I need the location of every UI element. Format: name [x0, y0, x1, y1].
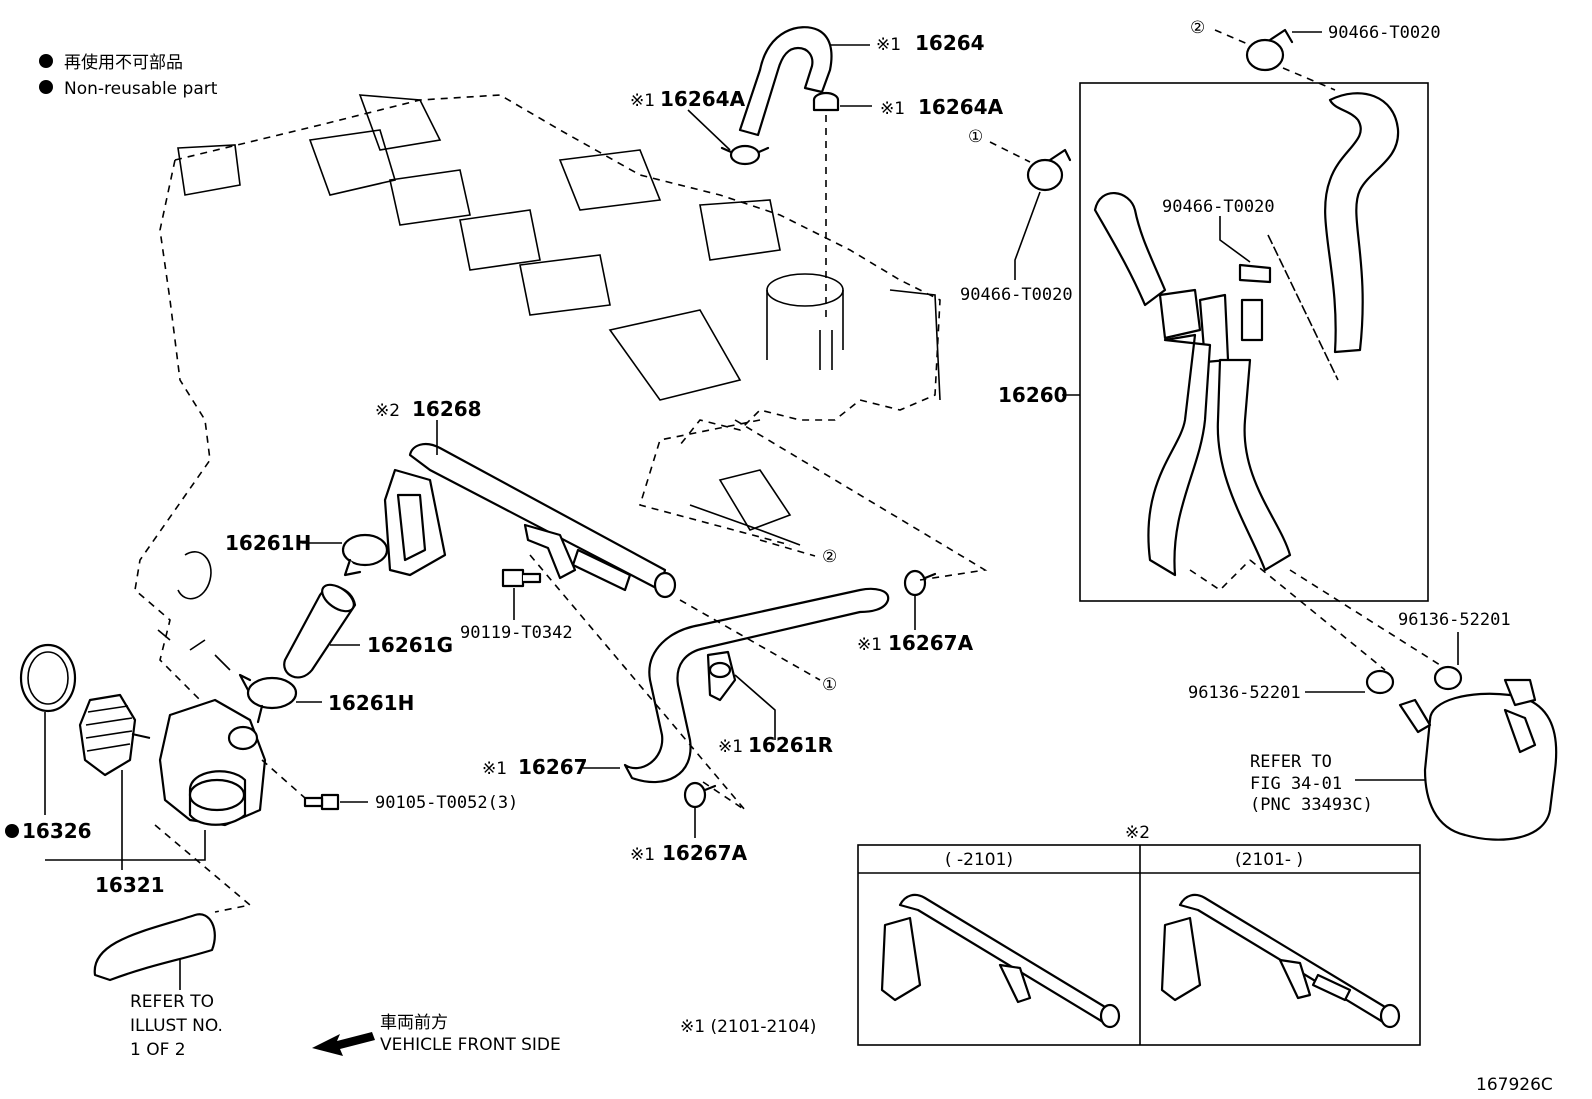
hose-assembly-frame — [1079, 82, 1429, 602]
circle-mark-1: ① — [822, 675, 837, 695]
note-mark: ※1 — [482, 759, 507, 779]
hose-assembly-16260[interactable] — [1093, 92, 1400, 577]
label-90105: 90105-T0052(3) — [375, 793, 518, 813]
label-90466-mid: 90466-T0020 — [1162, 197, 1275, 217]
refer-hose-line2: ILLUST NO. — [130, 1016, 223, 1036]
variant-inset: ※2 ( -2101) (2101- ) — [857, 823, 1421, 1046]
non-reusable-bullet-icon — [39, 80, 53, 94]
figure-id: 167926C — [1476, 1075, 1553, 1095]
vehicle-front-arrow-icon — [312, 1032, 375, 1056]
refer-cooler-line1: REFER TO — [1250, 752, 1332, 772]
clamp-16261H-bottom[interactable] — [238, 673, 298, 724]
clamp-90466-top[interactable] — [1245, 28, 1294, 72]
label-90466-left: 90466-T0020 — [960, 285, 1073, 305]
hose-16264[interactable] — [738, 26, 833, 137]
clamp-16267A-bottom[interactable] — [683, 781, 717, 809]
water-pipe-16268[interactable] — [383, 442, 677, 599]
note-mark: ※1 — [630, 845, 655, 865]
note-mark: ※1 — [857, 635, 882, 655]
legend: 再使用不可部品 Non-reusable part — [39, 52, 218, 99]
label-16261H-top: 16261H — [225, 531, 311, 555]
vehicle-front-jp: 車両前方 — [380, 1013, 448, 1033]
clamp-96136-right[interactable] — [1433, 665, 1463, 691]
legend-line-en: Non-reusable part — [64, 79, 218, 99]
label-16267A-bottom: 16267A — [662, 841, 748, 865]
note-mark: ※1 — [876, 35, 901, 55]
label-16267: 16267 — [518, 755, 588, 779]
refer-hose-line1: REFER TO — [130, 992, 214, 1012]
inset-col-left: ( -2101) — [945, 850, 1013, 870]
footnote-applicability: ※1 (2101-2104) — [680, 1017, 816, 1037]
label-16268: 16268 — [412, 397, 482, 421]
label-16267A-right: 16267A — [888, 631, 974, 655]
inset-col-right: (2101- ) — [1235, 850, 1303, 870]
thermostat-16321[interactable] — [78, 693, 151, 777]
clamp-16264A-left[interactable] — [720, 144, 770, 166]
engine-outline — [134, 94, 941, 701]
label-90466-top: 90466-T0020 — [1328, 23, 1441, 43]
gasket-16326[interactable] — [19, 643, 77, 713]
water-inlet-housing[interactable] — [158, 698, 267, 827]
hose-16261G[interactable] — [283, 579, 358, 679]
bolt-90119[interactable] — [501, 568, 542, 588]
label-16264: 16264 — [915, 31, 985, 55]
note-mark: ※1 — [718, 737, 743, 757]
legend-line-jp: 再使用不可部品 — [64, 52, 183, 73]
vehicle-front-en: VEHICLE FRONT SIDE — [380, 1035, 561, 1055]
label-90119: 90119-T0342 — [460, 623, 573, 643]
circle-mark-2: ② — [822, 547, 837, 567]
label-16264A-left: 16264A — [660, 87, 746, 111]
clamp-16261R[interactable] — [706, 650, 737, 702]
hose-16267[interactable] — [623, 587, 890, 784]
inset-title: ※2 — [1125, 823, 1150, 843]
label-16261G: 16261G — [367, 633, 453, 657]
oil-cooler — [1398, 678, 1558, 841]
bolt-90105[interactable] — [303, 793, 340, 811]
refer-cooler-line2: FIG 34-01 — [1250, 774, 1342, 794]
label-16326: 16326 — [22, 819, 92, 843]
label-16261H-bottom: 16261H — [328, 691, 414, 715]
clamp-16267A-right[interactable] — [903, 569, 937, 597]
pipe-variant-new — [1160, 893, 1401, 1029]
circle-mark-2: ② — [1190, 18, 1205, 38]
note-mark: ※1 — [630, 91, 655, 111]
pipe-variant-old — [880, 893, 1121, 1029]
refer-hose-line3: 1 OF 2 — [130, 1040, 186, 1060]
label-16260: 16260 — [998, 383, 1068, 407]
note-mark: ※2 — [375, 401, 400, 421]
label-16321: 16321 — [95, 873, 165, 897]
clamp-90466-mid[interactable] — [1238, 263, 1272, 284]
refer-cooler-line3: (PNC 33493C) — [1250, 795, 1373, 815]
clamp-96136-left[interactable] — [1365, 669, 1395, 695]
label-96136-left: 96136-52201 — [1188, 683, 1301, 703]
label-16261R: 16261R — [748, 733, 833, 757]
clamp-90466-left[interactable] — [1026, 148, 1072, 192]
clamp-16261H-top[interactable] — [341, 533, 389, 577]
clamp-16264A-right[interactable] — [812, 91, 840, 112]
non-reusable-bullet-icon — [5, 824, 19, 838]
label-96136-right: 96136-52201 — [1398, 610, 1511, 630]
circle-mark-1: ① — [968, 127, 983, 147]
lower-hose-reference — [93, 913, 216, 982]
non-reusable-bullet-icon — [39, 54, 53, 68]
note-mark: ※1 — [880, 99, 905, 119]
label-16264A-right: 16264A — [918, 95, 1004, 119]
